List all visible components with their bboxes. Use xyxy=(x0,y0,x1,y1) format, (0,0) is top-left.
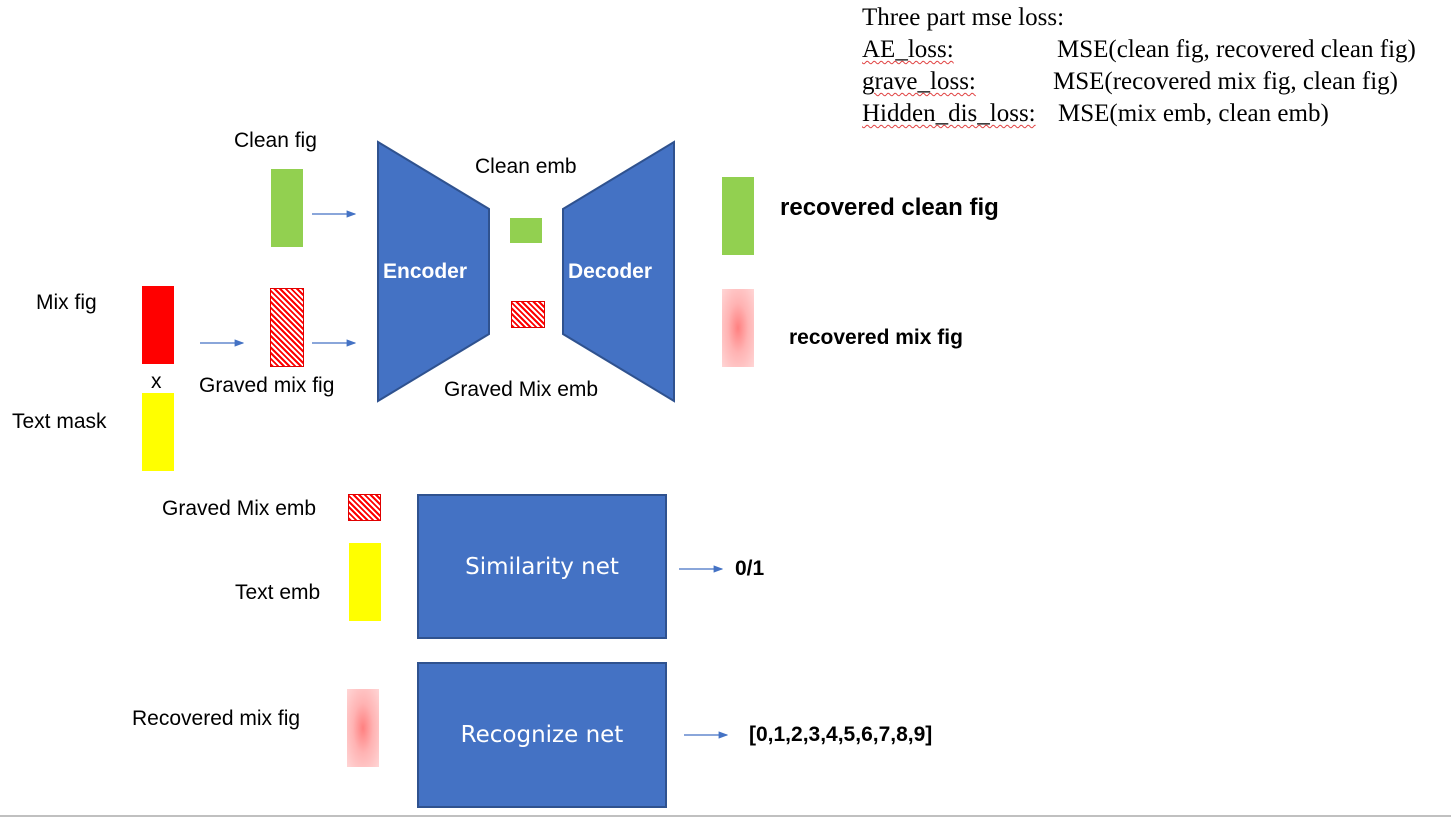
graved-mix-fig-label: Graved mix fig xyxy=(199,374,335,397)
recovered-clean-fig-label: recovered clean fig xyxy=(780,194,999,221)
recovered-mix-fig-block xyxy=(722,289,754,367)
recovered-mix-fig-label: recovered mix fig xyxy=(789,326,963,349)
loss-hidden-name: Hidden_dis_loss: xyxy=(862,98,1036,130)
recognize-input-block xyxy=(347,689,379,767)
loss-title-text: Three part mse loss: xyxy=(862,4,1065,31)
graved-mix-emb-label: Graved Mix emb xyxy=(444,378,599,401)
text-emb-block xyxy=(349,543,381,621)
sim-input-graved-label: Graved Mix emb xyxy=(162,497,317,520)
recognize-input-label: Recovered mix fig xyxy=(132,707,301,730)
grave-loss-name: grave_loss: xyxy=(862,68,976,95)
similarity-net-box: Similarity net xyxy=(417,494,667,639)
clean-emb-title: Clean emb xyxy=(475,155,577,179)
bottom-divider xyxy=(0,815,1451,817)
clean-emb-block xyxy=(510,218,542,243)
encoder-shape xyxy=(377,140,490,403)
clean-emb-text: Clean emb xyxy=(475,155,577,178)
recognize-output: [0,1,2,3,4,5,6,7,8,9] xyxy=(749,723,933,746)
decoder-shape xyxy=(562,140,675,403)
similarity-net-label: Similarity net xyxy=(465,553,619,580)
encoder-label: Encoder xyxy=(383,260,468,283)
multiply-sign: x xyxy=(151,370,162,393)
sim-input-text-emb-label: Text emb xyxy=(235,581,321,604)
graved-mix-emb-block xyxy=(511,301,545,328)
clean-fig-block xyxy=(271,169,303,247)
text-mask-block xyxy=(142,393,174,471)
ae-loss-name: AE_loss: xyxy=(862,36,954,63)
loss-hidden-formula: MSE(mix emb, clean emb) xyxy=(1058,100,1329,127)
loss-grave-name: grave_loss: xyxy=(862,66,976,98)
mix-fig-block xyxy=(142,286,174,364)
recovered-clean-fig-block xyxy=(722,177,754,255)
loss-ae-formula: MSE(clean fig, recovered clean fig) xyxy=(1057,36,1416,63)
mix-fig-label: Mix fig xyxy=(36,291,97,314)
recognize-net-box: Recognize net xyxy=(417,662,667,808)
graved-mix-fig-block xyxy=(270,288,304,367)
loss-panel-title: Three part mse loss: xyxy=(862,2,1064,34)
recognize-net-label: Recognize net xyxy=(460,722,624,748)
similarity-output: 0/1 xyxy=(735,557,765,580)
decoder-label: Decoder xyxy=(568,260,653,283)
clean-fig-label: Clean fig xyxy=(234,129,317,152)
hidden-dis-loss-name: Hidden_dis_loss: xyxy=(862,100,1036,127)
loss-ae-name: AE_loss: xyxy=(862,34,954,66)
sim-graved-emb-block xyxy=(348,494,381,521)
loss-grave-formula: MSE(recovered mix fig, clean fig) xyxy=(1053,68,1399,95)
text-mask-label: Text mask xyxy=(12,410,107,433)
